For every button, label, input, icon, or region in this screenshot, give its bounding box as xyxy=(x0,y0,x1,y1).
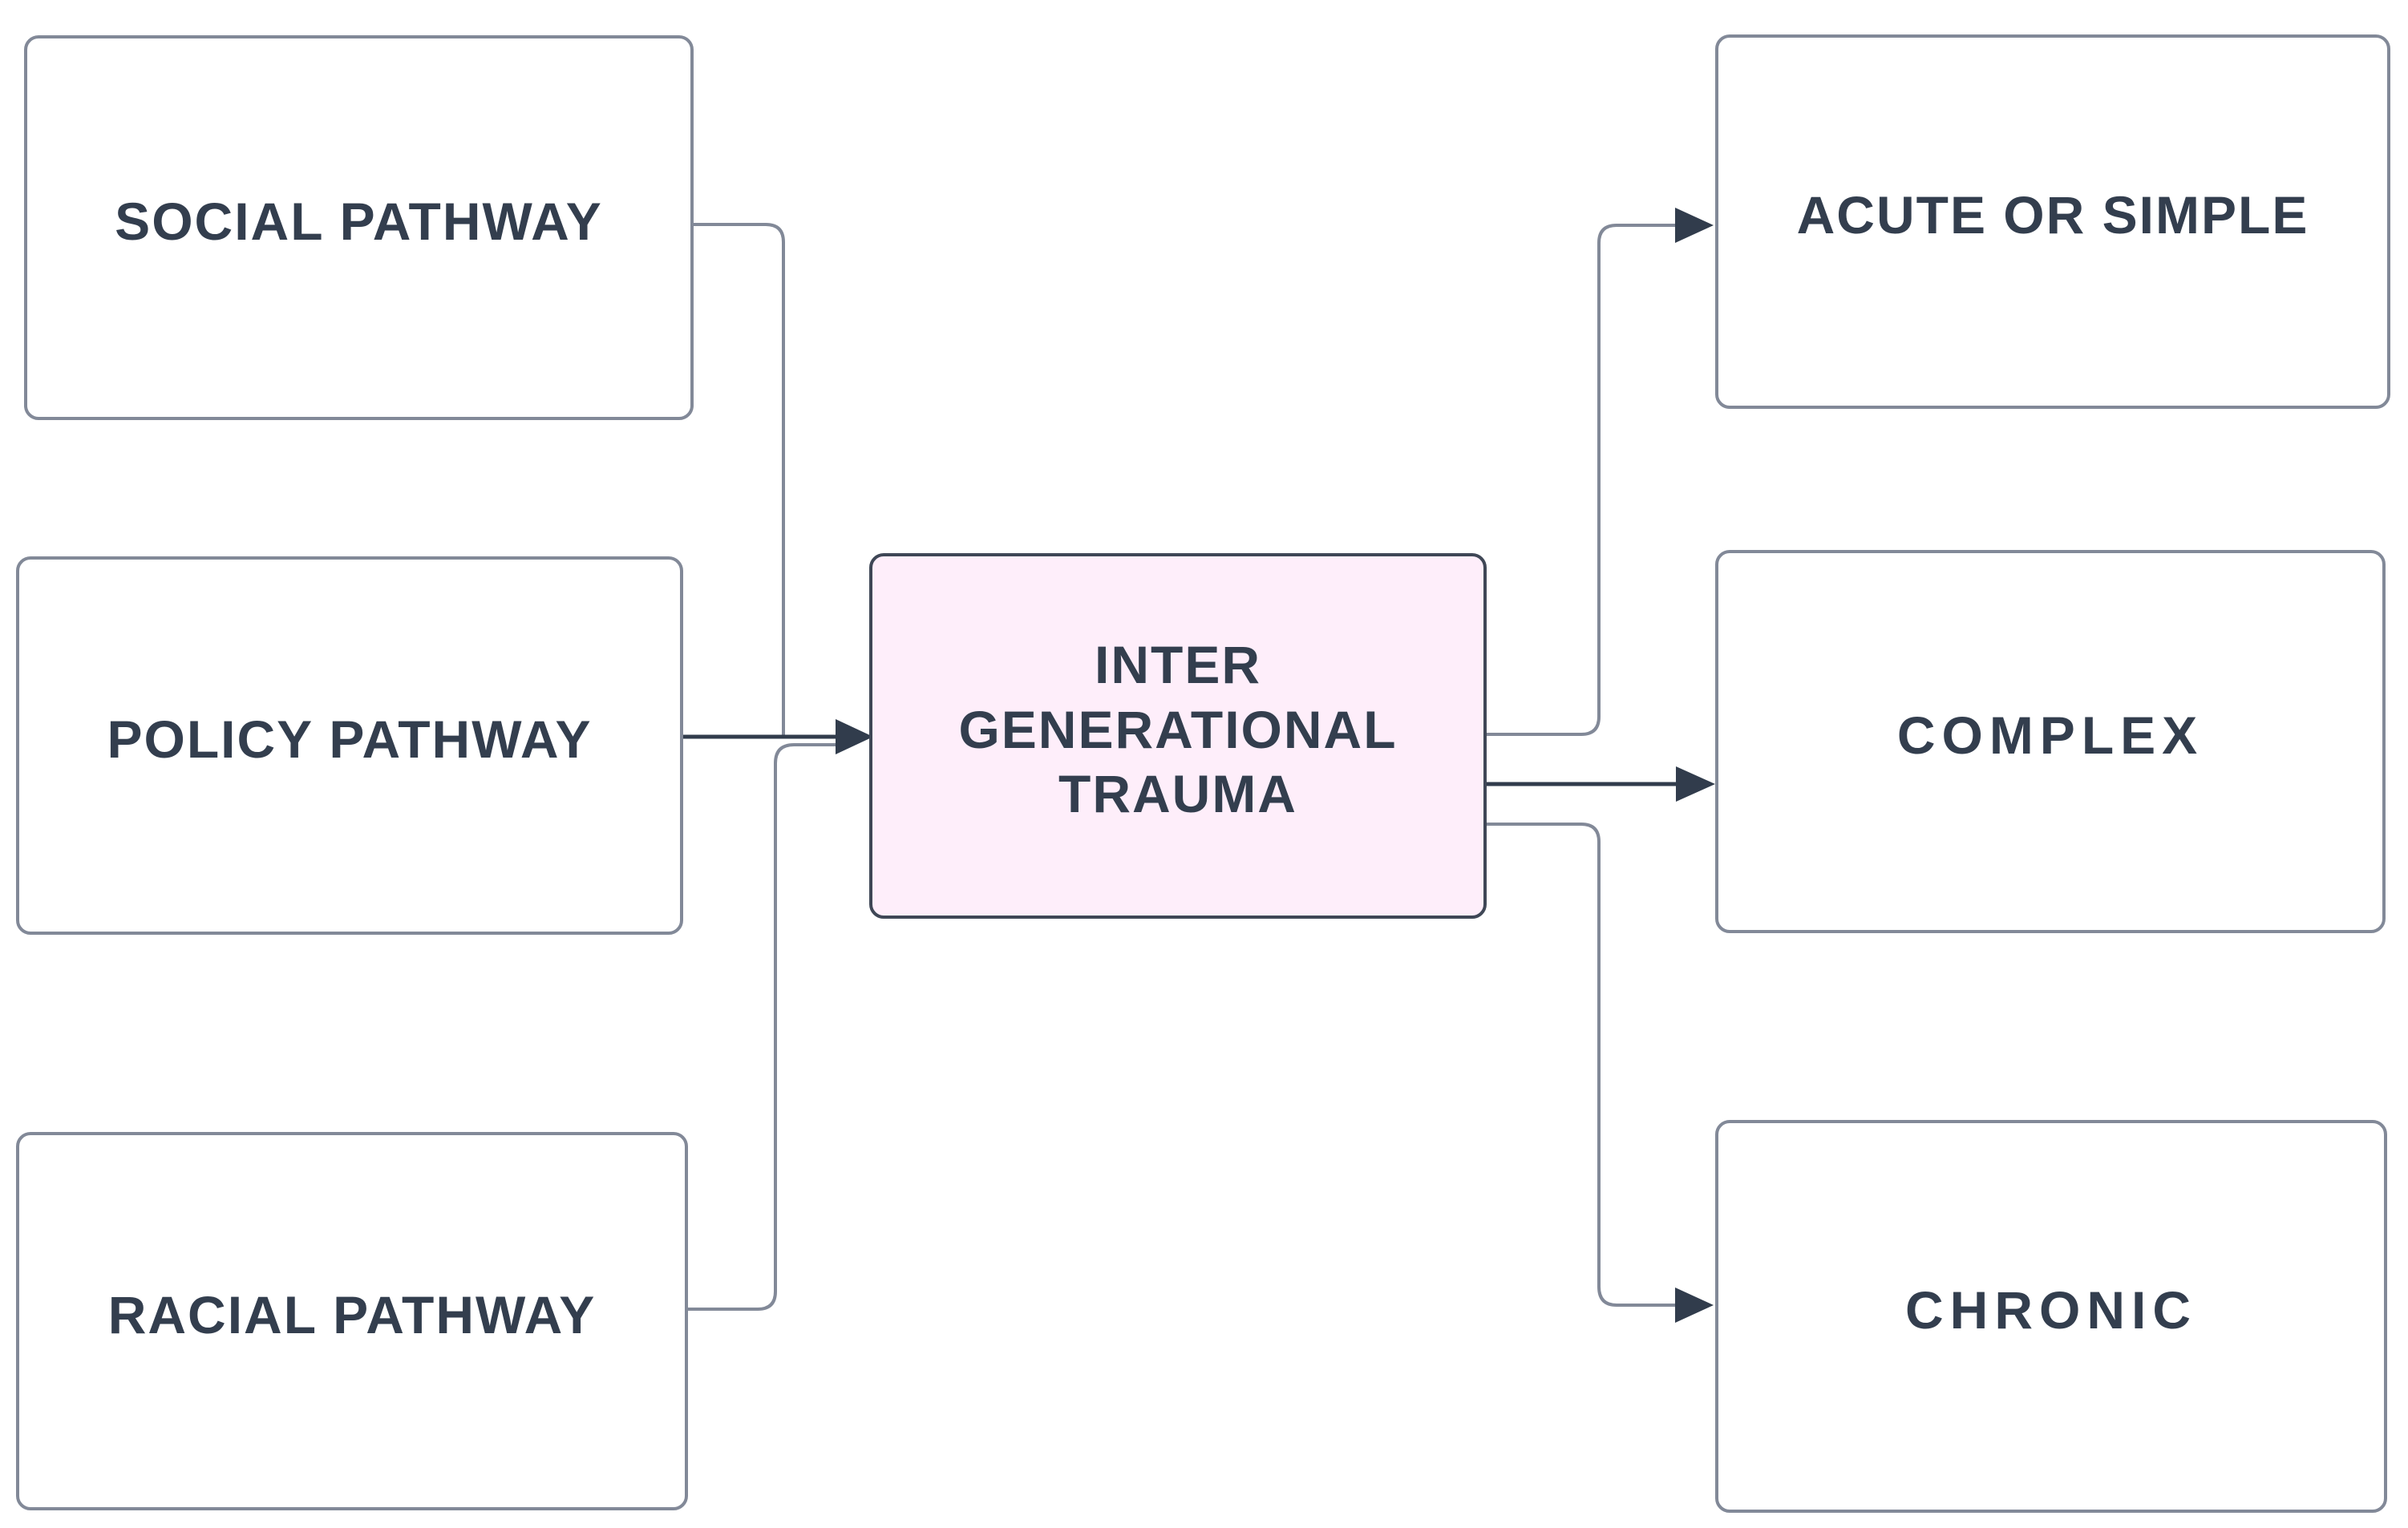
node-complex-label: COMPLEX xyxy=(1896,705,2204,765)
arrowhead-into-chronic xyxy=(1675,1287,1714,1323)
node-acute-or-simple[interactable]: ACUTE OR SIMPLE xyxy=(1715,34,2390,409)
node-acute-or-simple-label: ACUTE OR SIMPLE xyxy=(1796,185,2309,245)
node-chronic-label: CHRONIC xyxy=(1905,1279,2197,1340)
node-racial-pathway-label: RACIAL PATHWAY xyxy=(107,1284,597,1344)
edge-racial-to-center xyxy=(688,743,837,1311)
node-complex[interactable]: COMPLEX xyxy=(1715,550,2386,933)
node-racial-pathway[interactable]: RACIAL PATHWAY xyxy=(16,1132,688,1510)
arrowhead-into-acute xyxy=(1675,208,1714,243)
node-social-pathway-label: SOCIAL PATHWAY xyxy=(115,191,603,251)
node-policy-pathway-label: POLICY PATHWAY xyxy=(107,709,593,769)
arrowhead-into-center xyxy=(836,719,873,754)
edge-center-to-acute xyxy=(1487,224,1678,736)
node-intergenerational-trauma-label: INTER GENERATIONAL TRAUMA xyxy=(888,633,1467,827)
edge-center-to-chronic xyxy=(1487,823,1678,1307)
arrowhead-into-complex xyxy=(1676,766,1715,802)
label-line-2: TRAUMA xyxy=(1058,764,1297,824)
label-line-1: INTER GENERATIONAL xyxy=(958,635,1398,759)
edge-social-to-center xyxy=(694,223,785,736)
node-intergenerational-trauma[interactable]: INTER GENERATIONAL TRAUMA xyxy=(869,553,1487,919)
node-chronic[interactable]: CHRONIC xyxy=(1715,1120,2387,1513)
node-policy-pathway[interactable]: POLICY PATHWAY xyxy=(16,556,683,935)
node-social-pathway[interactable]: SOCIAL PATHWAY xyxy=(24,35,694,420)
